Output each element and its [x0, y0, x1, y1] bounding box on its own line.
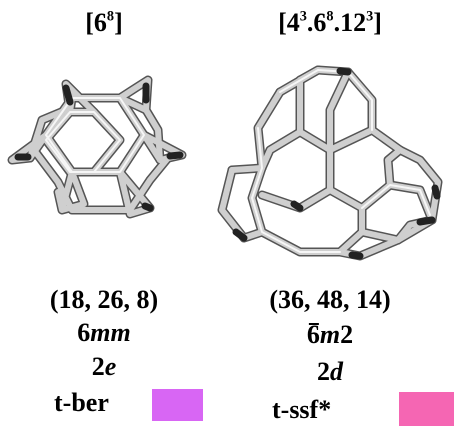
- left-color-swatch: [152, 389, 203, 421]
- left-tile-name: t-ber: [54, 388, 109, 417]
- right-tile-structure: [217, 65, 443, 261]
- right-symmetry: 6m2: [306, 320, 354, 349]
- right-tile-symbol: [43.68.123]: [278, 8, 382, 37]
- left-tile-symbol: [68]: [85, 8, 123, 37]
- right-counts: (36, 48, 14): [269, 285, 391, 314]
- left-symmetry: 6mm: [77, 318, 131, 347]
- right-color-swatch: [399, 392, 454, 426]
- left-tile-structure: [7, 75, 187, 219]
- right-wyckoff: 2d: [317, 357, 343, 386]
- left-wyckoff: 2e: [91, 352, 117, 381]
- right-tile-name: t-ssf*: [272, 395, 332, 424]
- left-counts: (18, 26, 8): [49, 285, 159, 314]
